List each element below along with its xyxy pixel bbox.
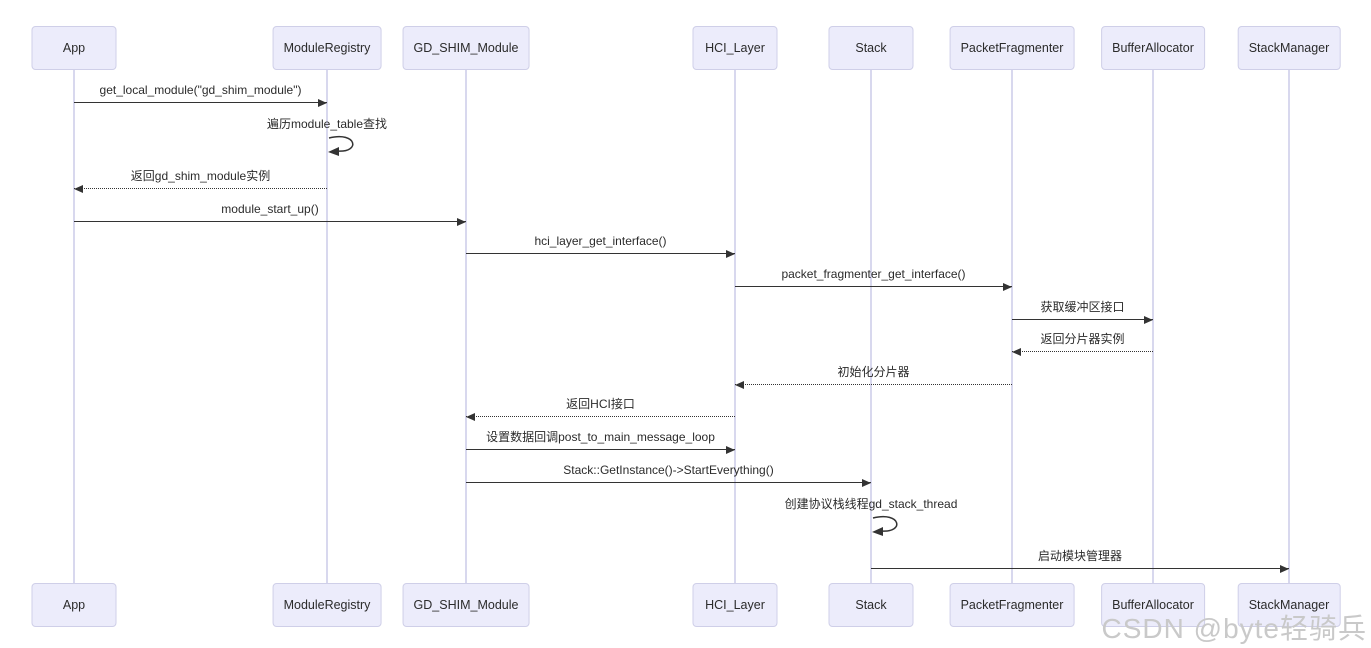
actor-label: ModuleRegistry bbox=[283, 598, 371, 612]
actor-hci-layer-bottom: HCI_Layer bbox=[692, 583, 778, 627]
message-label: 启动模块管理器 bbox=[1037, 549, 1123, 563]
actor-buffer-allocator-bottom: BufferAllocator bbox=[1101, 583, 1205, 627]
self-loop-arrow-icon bbox=[869, 514, 909, 543]
actor-stack-top: Stack bbox=[828, 26, 914, 70]
actor-label: App bbox=[62, 598, 86, 612]
actor-label: Stack bbox=[855, 41, 887, 55]
lifeline-packet-fragmenter bbox=[1011, 70, 1013, 583]
actor-app-top: App bbox=[31, 26, 117, 70]
lifeline-stack bbox=[870, 70, 872, 583]
message-line bbox=[466, 449, 735, 450]
message-label: module_start_up() bbox=[221, 202, 319, 216]
actor-label: GD_SHIM_Module bbox=[413, 41, 519, 55]
message-label: 返回gd_shim_module实例 bbox=[130, 169, 271, 183]
actor-gd-shim-module-top: GD_SHIM_Module bbox=[402, 26, 530, 70]
arrowhead-icon bbox=[466, 413, 475, 421]
actor-gd-shim-module-bottom: GD_SHIM_Module bbox=[402, 583, 530, 627]
arrowhead-icon bbox=[735, 381, 744, 389]
actor-stack-manager-bottom: StackManager bbox=[1237, 583, 1341, 627]
message-label: get_local_module("gd_shim_module") bbox=[99, 83, 302, 97]
arrowhead-icon bbox=[726, 250, 735, 258]
lifeline-module-registry bbox=[326, 70, 328, 583]
message-line bbox=[871, 568, 1289, 569]
actor-label: ModuleRegistry bbox=[283, 41, 371, 55]
self-message-label: 创建协议栈线程gd_stack_thread bbox=[784, 497, 958, 511]
actor-label: PacketFragmenter bbox=[960, 41, 1064, 55]
arrowhead-icon bbox=[318, 99, 327, 107]
actor-label: StackManager bbox=[1248, 41, 1330, 55]
arrowhead-icon bbox=[74, 185, 83, 193]
message-line bbox=[1012, 319, 1153, 320]
actor-module-registry-top: ModuleRegistry bbox=[272, 26, 382, 70]
message-label: 设置数据回调post_to_main_message_loop bbox=[486, 430, 715, 444]
lifeline-stack-manager bbox=[1288, 70, 1290, 583]
arrowhead-icon bbox=[1144, 316, 1153, 324]
actor-label: GD_SHIM_Module bbox=[413, 598, 519, 612]
actor-label: Stack bbox=[855, 598, 887, 612]
arrowhead-icon bbox=[1003, 283, 1012, 291]
actor-label: PacketFragmenter bbox=[960, 598, 1064, 612]
actor-label: HCI_Layer bbox=[705, 598, 765, 612]
message-label: 返回HCI接口 bbox=[566, 397, 635, 411]
actor-packet-fragmenter-top: PacketFragmenter bbox=[949, 26, 1075, 70]
message-line bbox=[74, 102, 327, 103]
message-line bbox=[466, 482, 871, 483]
message-label: 获取缓冲区接口 bbox=[1040, 300, 1125, 314]
message-line bbox=[74, 188, 327, 189]
arrowhead-icon bbox=[457, 218, 466, 226]
actor-label: BufferAllocator bbox=[1112, 41, 1194, 55]
message-label: Stack::GetInstance()->StartEverything() bbox=[563, 463, 774, 477]
lifeline-buffer-allocator bbox=[1152, 70, 1154, 583]
lifeline-hci-layer bbox=[734, 70, 736, 583]
message-label: 初始化分片器 bbox=[837, 365, 910, 379]
message-line bbox=[735, 286, 1012, 287]
self-message-label: 遍历module_table查找 bbox=[266, 117, 388, 131]
watermark: CSDN @byte轻骑兵 bbox=[1101, 613, 1367, 644]
message-label: packet_fragmenter_get_interface() bbox=[781, 267, 966, 281]
arrowhead-icon bbox=[1012, 348, 1021, 356]
message-line bbox=[466, 253, 735, 254]
actor-label: StackManager bbox=[1248, 598, 1330, 612]
lifeline-gd-shim-module bbox=[465, 70, 467, 583]
actor-buffer-allocator-top: BufferAllocator bbox=[1101, 26, 1205, 70]
actor-packet-fragmenter-bottom: PacketFragmenter bbox=[949, 583, 1075, 627]
message-line bbox=[74, 221, 466, 222]
actor-hci-layer-top: HCI_Layer bbox=[692, 26, 778, 70]
actor-label: HCI_Layer bbox=[705, 41, 765, 55]
message-line bbox=[466, 416, 735, 417]
actor-app-bottom: App bbox=[31, 583, 117, 627]
arrowhead-icon bbox=[862, 479, 871, 487]
message-line bbox=[1012, 351, 1153, 352]
message-label: 返回分片器实例 bbox=[1040, 332, 1125, 346]
arrowhead-icon bbox=[726, 446, 735, 454]
lifeline-app bbox=[73, 70, 75, 583]
actor-module-registry-bottom: ModuleRegistry bbox=[272, 583, 382, 627]
actor-label: App bbox=[62, 41, 86, 55]
actor-label: BufferAllocator bbox=[1112, 598, 1194, 612]
message-label: hci_layer_get_interface() bbox=[534, 234, 667, 248]
message-line bbox=[735, 384, 1012, 385]
actor-stack-manager-top: StackManager bbox=[1237, 26, 1341, 70]
arrowhead-icon bbox=[1280, 565, 1289, 573]
self-loop-arrow-icon bbox=[325, 134, 365, 163]
actor-stack-bottom: Stack bbox=[828, 583, 914, 627]
